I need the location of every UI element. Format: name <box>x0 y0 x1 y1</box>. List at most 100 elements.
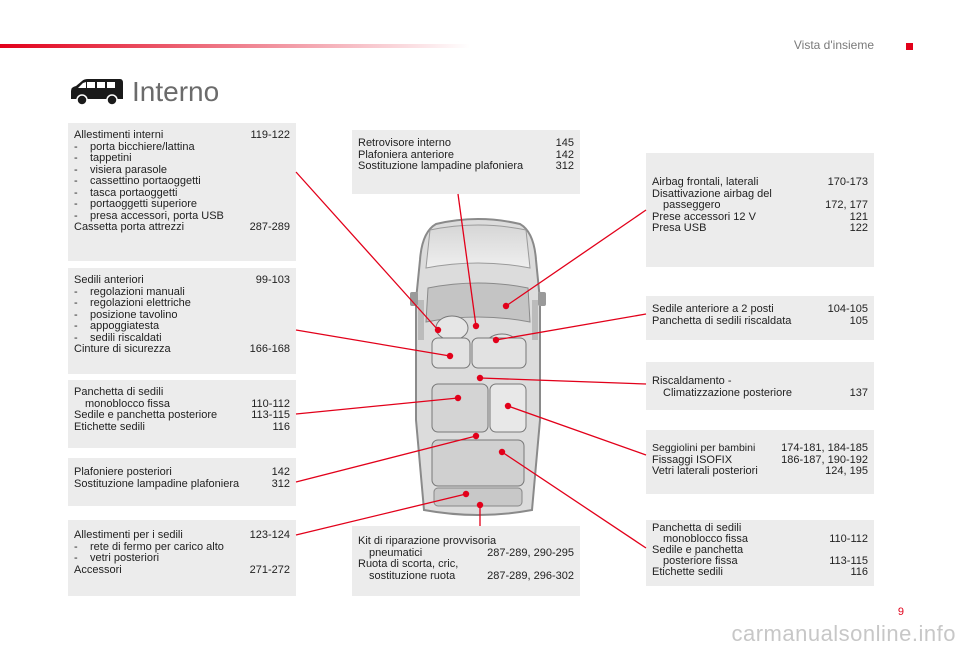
list-item-text: portaoggetti superiore <box>90 198 198 210</box>
ref-pages: 124, 195 <box>825 465 868 477</box>
ref-pages: 119-122 <box>250 129 290 141</box>
ref-row: Plafoniera anteriore 142 <box>358 148 574 162</box>
ref-label: passeggero <box>663 199 721 211</box>
ref-pages: 113-115 <box>251 409 290 421</box>
list-item-text: visiera parasole <box>90 163 168 176</box>
ref-label: Climatizzazione posteriore <box>663 386 792 399</box>
ref-label: monoblocco fissa <box>85 397 170 410</box>
ref-row: Plafoniere posteriori 142 <box>74 466 290 479</box>
info-box-rear-heating: Riscaldamento - Climatizzazione posterio… <box>646 362 874 410</box>
ref-label: sostituzione ruota <box>369 569 456 582</box>
ref-pages: 166-168 <box>249 343 290 355</box>
ref-pages: 312 <box>271 477 290 490</box>
ref-label: Presa USB <box>652 222 707 234</box>
ref-pages: 121 <box>849 210 868 223</box>
ref-label: Cinture di sicurezza <box>74 343 171 355</box>
ref-row: Prese accessori 12 V 121 <box>652 210 868 224</box>
callout-dots <box>434 302 512 509</box>
ref-label: Sedile anteriore a 2 posti <box>652 303 774 315</box>
section-marker <box>906 43 913 50</box>
leader-line <box>295 171 439 331</box>
list-item: -cassettino portaoggetti <box>74 175 201 187</box>
list-item-text: tappetini <box>90 152 132 164</box>
leader-line <box>507 405 647 456</box>
callout-dot <box>434 326 442 334</box>
ref-label: Prese accessori 12 V <box>652 210 756 223</box>
ref-label: Plafoniera anteriore <box>358 148 455 161</box>
callout-dot <box>472 322 480 330</box>
section-title: Vista d'insieme <box>793 38 874 52</box>
list-item: -appoggiatesta <box>74 320 160 332</box>
list-item-text: rete di fermo per carico alto <box>90 540 224 553</box>
list-item-text: sedili riscaldati <box>90 331 162 344</box>
ref-label: Plafoniere posteriori <box>74 466 172 478</box>
ref-pages: 142 <box>271 466 290 478</box>
list-item: -sedili riscaldati <box>74 331 162 344</box>
ref-label: Etichette sedili <box>652 566 723 578</box>
watermark: carmanualsonline.info <box>731 621 956 646</box>
ref-label: Panchetta di sedili <box>652 522 742 534</box>
page-title: Interno <box>132 76 220 107</box>
ref-row: Sostituzione lampadine plafoniera 312 <box>74 477 290 491</box>
callout-dot <box>476 501 484 509</box>
ref-pages: 137 <box>849 386 868 399</box>
ref-pages: 99-103 <box>255 274 290 286</box>
ref-label: posteriore fissa <box>663 555 738 567</box>
list-item: -presa accessori, porta USB <box>74 209 224 222</box>
list-item-text: tasca portaoggetti <box>90 186 178 199</box>
ref-label: Sostituzione lampadine plafoniera <box>74 477 240 490</box>
ref-pages: 186-187, 190-192 <box>781 453 868 466</box>
ref-label: Allestimenti per i sedili <box>74 529 183 541</box>
callout-dot <box>492 336 500 344</box>
callout-dot <box>446 352 454 360</box>
ref-label: Sostituzione lampadine plafoniera <box>358 160 524 172</box>
list-item: -regolazioni manuali <box>74 285 185 298</box>
callout-dot <box>476 374 484 382</box>
list-item-text: posizione tavolino <box>90 308 178 321</box>
van-body <box>410 218 546 516</box>
list-item-text: regolazioni manuali <box>90 285 185 298</box>
ref-row: passeggero 172, 177 <box>652 199 868 212</box>
list-item: -posizione tavolino <box>74 308 178 321</box>
list-item: -visiera parasole <box>74 163 168 176</box>
leader-line <box>295 493 467 536</box>
ref-pages: 110-112 <box>829 533 868 545</box>
list-item-text: porta bicchiere/lattina <box>90 140 195 153</box>
callout-dot <box>454 394 462 402</box>
callout-dot <box>498 448 506 456</box>
ref-label: Sedile e panchetta <box>652 544 744 556</box>
list-item: -portaoggetti superiore <box>74 198 198 210</box>
leader-line <box>479 377 647 385</box>
ref-label: Etichette sedili <box>74 420 145 433</box>
list-item: -regolazioni elettriche <box>74 297 191 309</box>
ref-pages: 142 <box>555 148 574 161</box>
callout-dot <box>502 302 510 310</box>
ref-pages: 105 <box>849 314 868 327</box>
leader-lines <box>295 171 647 549</box>
ref-label: Airbag frontali, laterali <box>652 176 759 188</box>
list-item-text: presa accessori, porta USB <box>90 209 224 222</box>
ref-pages: 172, 177 <box>825 199 868 211</box>
list-item: -porta bicchiere/lattina <box>74 140 195 153</box>
